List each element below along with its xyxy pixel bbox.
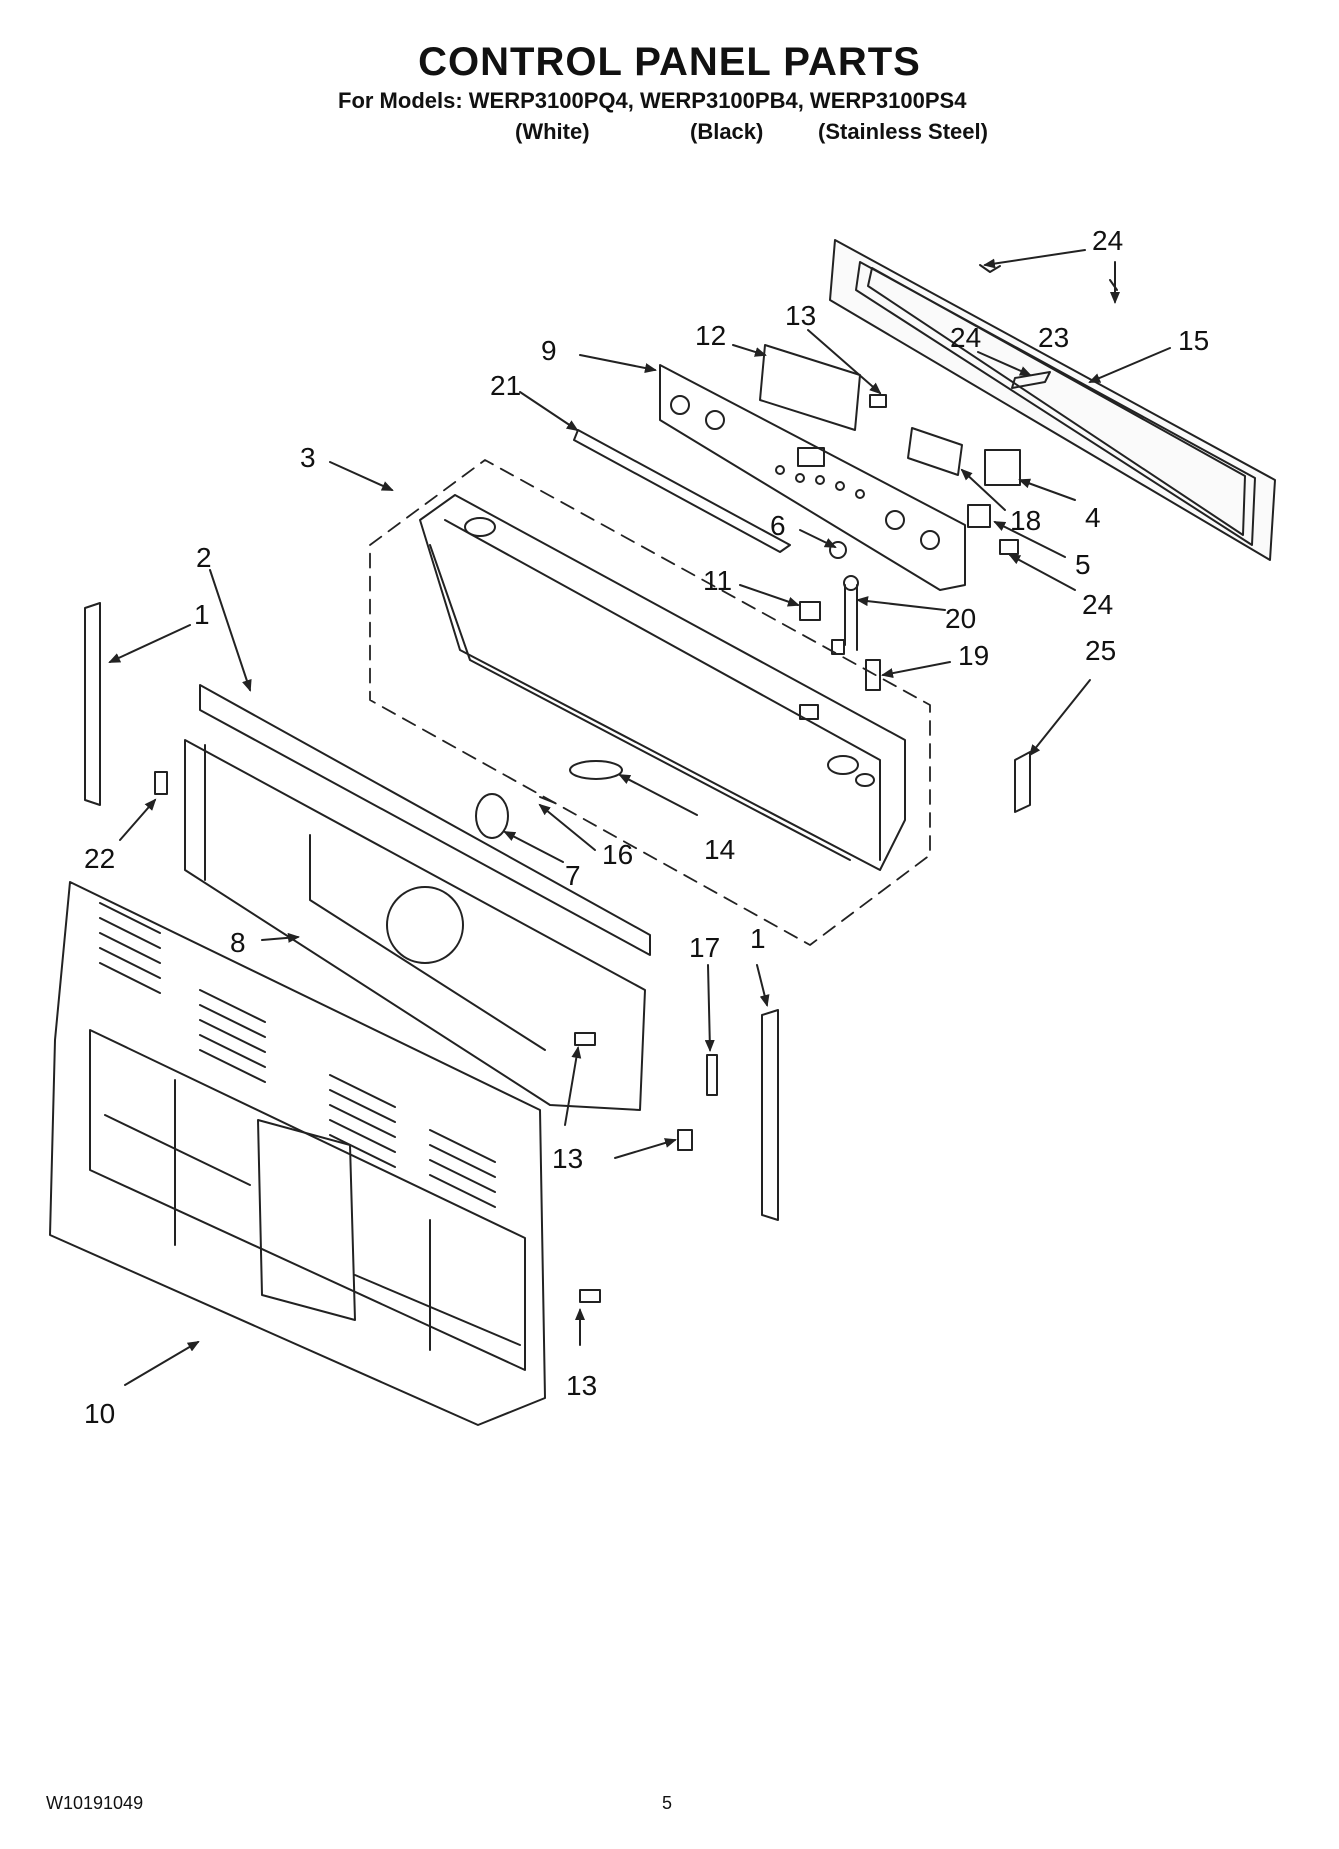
part-11-switch [799, 601, 821, 621]
callout-20: 20 [945, 603, 976, 634]
part-10-back-panel [49, 881, 546, 1426]
callout-11: 11 [703, 565, 732, 596]
callout-14: 14 [704, 834, 735, 865]
part-15-trim-frame [829, 239, 1276, 561]
part-5-connector [967, 504, 991, 528]
callout-4: 4 [1085, 502, 1101, 533]
callout-21: 21 [490, 370, 521, 401]
callout-15: 15 [1178, 325, 1209, 356]
callout-24-low: 24 [1082, 589, 1113, 620]
callout-labels: 24 23 24 13 12 15 9 21 3 4 18 5 24 6 11 … [84, 225, 1209, 1429]
models-line: For Models: WERP3100PQ4, WERP3100PB4, WE… [338, 88, 967, 113]
callout-13-top: 13 [785, 300, 816, 331]
callout-10: 10 [84, 1398, 115, 1429]
leader-lines [108, 249, 1171, 1386]
control-panel-housing [419, 494, 906, 871]
callout-7: 7 [565, 860, 581, 891]
callout-13-bottom: 13 [566, 1370, 597, 1401]
page-number: 5 [662, 1793, 673, 1813]
callout-23: 23 [1038, 322, 1069, 353]
part-1-side-trim-right [761, 1009, 779, 1221]
part-9-console-board [659, 364, 966, 591]
part-14-emblem [569, 760, 623, 780]
part-7-knob [475, 793, 509, 839]
part-6-screw [829, 541, 847, 559]
callout-1-left: 1 [194, 599, 210, 630]
page-title: CONTROL PANEL PARTS [418, 40, 921, 84]
variant-stainless: (Stainless Steel) [818, 119, 988, 144]
callout-22: 22 [84, 843, 115, 874]
callout-13-mid: 13 [552, 1143, 583, 1174]
part-4-relay [984, 449, 1021, 486]
part-20-sensor [831, 575, 859, 655]
part-12-display-board [759, 344, 861, 431]
callout-1-right: 1 [750, 923, 766, 954]
callout-24-top: 24 [1092, 225, 1123, 256]
callout-9: 9 [541, 335, 557, 366]
callout-19: 19 [958, 640, 989, 671]
callout-17: 17 [689, 932, 720, 963]
document-number: W10191049 [46, 1793, 144, 1813]
callout-5: 5 [1075, 549, 1091, 580]
callout-25: 25 [1085, 635, 1116, 666]
callout-3: 3 [300, 442, 316, 473]
part-18-overlay [907, 427, 963, 476]
callout-18: 18 [1010, 505, 1041, 536]
callout-12: 12 [695, 320, 726, 351]
part-23-clip [1011, 371, 1051, 389]
part-2-8-bracket-assembly [184, 684, 651, 1111]
callout-8: 8 [230, 927, 246, 958]
callout-24-mid: 24 [950, 322, 981, 353]
callout-6: 6 [770, 510, 786, 541]
variant-white: (White) [515, 119, 590, 144]
part-21-bracket [573, 429, 791, 553]
part-3-assembly-boundary [369, 459, 931, 946]
callout-2: 2 [196, 542, 212, 573]
part-1-side-trim-left [84, 602, 101, 806]
callout-16: 16 [602, 839, 633, 870]
variant-black: (Black) [690, 119, 764, 144]
part-19-grommet [865, 659, 881, 691]
